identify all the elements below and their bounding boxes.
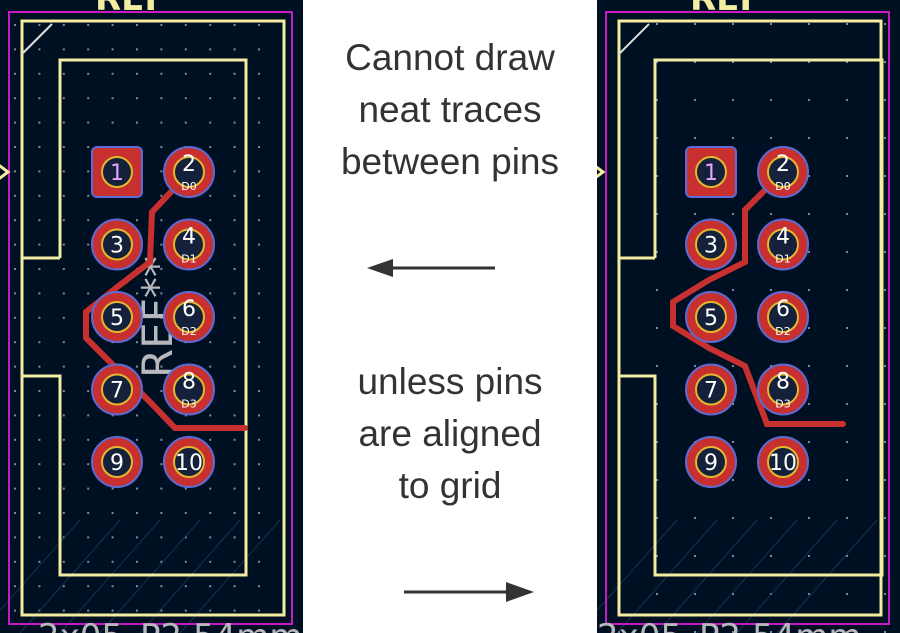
pad-2: 2D0 (163, 146, 215, 198)
pad-8: 8D3 (163, 363, 215, 416)
drill-hole (173, 446, 205, 478)
caption-top: Cannot draw neat traces between pins (303, 32, 597, 188)
pin-net-label: D0 (775, 180, 790, 193)
pin-number-label: 8 (776, 370, 790, 395)
footprint-canvas-left: REFREF**2x05_P2.54mm12D034D156D278D3910 (0, 0, 302, 633)
pin-net-label: D2 (775, 325, 790, 338)
pin1-indicator (597, 165, 606, 179)
pin-number-label: 1 (110, 161, 124, 186)
caption-bottom: unless pins are aligned to grid (303, 356, 597, 512)
silkscreen-slot (619, 58, 884, 577)
footprint-panel-right: REFREF**2x05_P2.54mm12D034D156D278D3910 (597, 0, 900, 633)
courtyard-outline (605, 11, 890, 625)
pin1-chamfer (618, 23, 650, 55)
footprint-canvas-right: REFREF**2x05_P2.54mm12D034D156D278D3910 (597, 0, 890, 633)
drill-hole (695, 228, 727, 261)
caption-bottom-line-2: are aligned (358, 413, 542, 454)
pad-5: 5 (91, 291, 143, 343)
value-text: 2x05_P2.54mm (38, 617, 302, 633)
drill-hole (695, 446, 727, 478)
right-arrow-icon (404, 582, 534, 602)
pin-number-label: 7 (110, 379, 124, 404)
pin-net-label: D2 (181, 325, 196, 338)
drill-hole (173, 301, 205, 333)
drill-hole (767, 301, 799, 333)
pin-number-label: 7 (704, 379, 718, 404)
drill-hole (695, 373, 727, 406)
pad-2: 2D0 (757, 146, 809, 198)
pad-4: 4D1 (757, 218, 809, 271)
drill-hole (695, 156, 727, 188)
reference-top-text: REF (690, 0, 763, 19)
pad-8: 8D3 (757, 363, 809, 416)
caption-top-line-3: between pins (340, 141, 560, 182)
pin-number-label: 5 (704, 306, 718, 331)
pin-net-label: D1 (181, 253, 196, 266)
pin-number-label: 4 (182, 225, 196, 250)
drill-hole (101, 228, 133, 261)
drill-hole (101, 373, 133, 406)
pin-net-label: D1 (775, 253, 790, 266)
pad-7: 7 (685, 363, 737, 416)
drill-hole (767, 446, 799, 478)
pad-4: 4D1 (163, 218, 215, 271)
caption-top-line-1: Cannot draw (345, 37, 555, 78)
footprint-panel-left: REFREF**2x05_P2.54mm12D034D156D278D3910 (0, 0, 303, 633)
pad-7: 7 (91, 363, 143, 416)
pin-number-label: 4 (776, 225, 790, 250)
drill-hole (767, 373, 799, 406)
caption-bottom-line-1: unless pins (357, 361, 543, 402)
copper-trace (670, 169, 846, 427)
pad-9: 9 (91, 436, 143, 488)
pad-9: 9 (685, 436, 737, 488)
pin1-indicator (0, 164, 11, 180)
pin-net-label: D0 (181, 180, 196, 193)
drill-hole (173, 373, 205, 406)
pin-number-label: 9 (110, 451, 124, 476)
pin-number-label: 1 (704, 161, 718, 186)
pin-number-label: 10 (769, 451, 797, 476)
pad-1: 1 (91, 146, 143, 198)
drill-hole (173, 228, 205, 261)
pad-3: 3 (91, 218, 143, 271)
copper-trace (83, 171, 248, 431)
silkscreen-slot (22, 58, 248, 577)
left-arrow-icon (367, 259, 495, 277)
reference-top-text: REF (95, 0, 168, 19)
drill-hole (767, 228, 799, 261)
pad-3: 3 (685, 218, 737, 271)
courtyard-outline (8, 11, 293, 625)
pin-number-label: 3 (110, 234, 124, 259)
drill-hole (767, 156, 799, 188)
pad-10: 10 (757, 436, 809, 488)
silkscreen-outline (20, 19, 286, 617)
pin-number-label: 6 (182, 297, 196, 322)
pin-number-label: 3 (704, 234, 718, 259)
value-text: 2x05_P2.54mm (597, 617, 861, 633)
drill-hole (101, 446, 133, 478)
pad-1: 1 (685, 146, 737, 198)
pin-number-label: 9 (704, 451, 718, 476)
pin-number-label: 8 (182, 370, 196, 395)
pad-6: 6D2 (163, 291, 215, 343)
drill-hole (695, 301, 727, 333)
pin-number-label: 6 (776, 297, 790, 322)
pin-number-label: 2 (182, 152, 196, 177)
drill-hole (101, 156, 133, 188)
drill-hole (101, 301, 133, 333)
pad-10: 10 (163, 436, 215, 488)
pad-5: 5 (685, 291, 737, 343)
pin-number-label: 10 (175, 451, 203, 476)
pin-number-label: 5 (110, 306, 124, 331)
caption-bottom-line-3: to grid (398, 465, 502, 506)
silkscreen-outline (617, 19, 883, 617)
pin-number-label: 2 (776, 152, 790, 177)
pin-net-label: D3 (775, 398, 790, 411)
pin1-chamfer (21, 23, 53, 55)
pad-6: 6D2 (757, 291, 809, 343)
drill-hole (173, 156, 205, 188)
caption-top-line-2: neat traces (358, 89, 542, 130)
pin-net-label: D3 (181, 398, 196, 411)
